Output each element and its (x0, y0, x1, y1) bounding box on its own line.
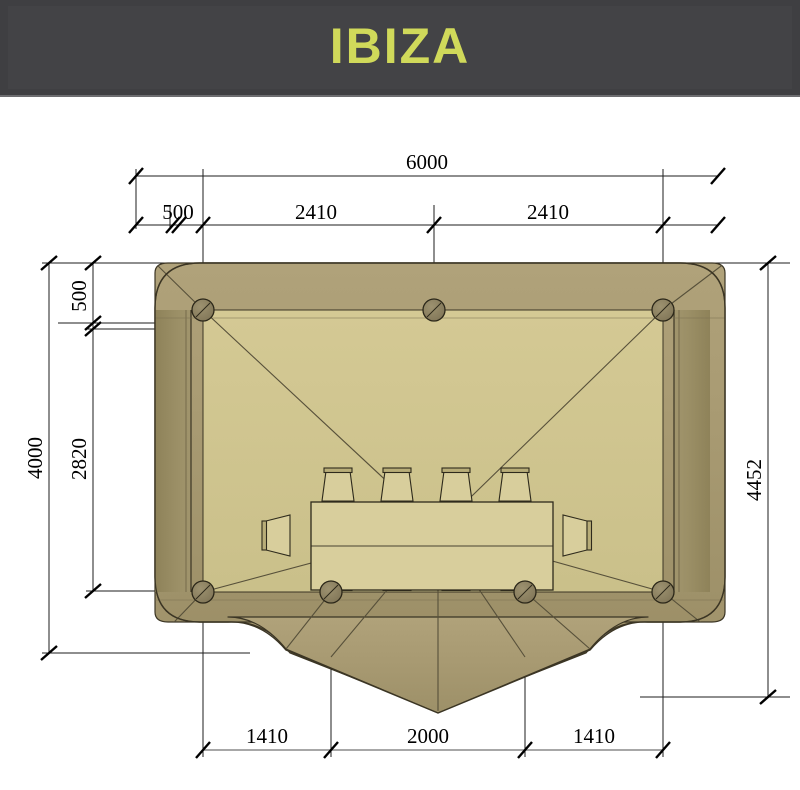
dimension-label-bottom-2000: 2000 (407, 724, 449, 748)
dimension-label-bottom-1410-left: 1410 (246, 724, 288, 748)
dimension-label-top-2410-right: 2410 (527, 200, 569, 224)
dimension-right-4452: 4452 (742, 255, 777, 705)
dimension-label-left-2820: 2820 (67, 438, 91, 480)
post-bottom-centre-left (319, 580, 343, 604)
title-bar: IBIZA (0, 0, 800, 97)
canopy-outline-overstroke (154, 262, 726, 714)
dimension-label-bottom-1410-right: 1410 (573, 724, 615, 748)
post-top-right (651, 298, 675, 322)
canopy-right-fascia (674, 310, 710, 592)
post-top-centre (422, 298, 446, 322)
technical-drawing: 6000 500 2410 2410 (23, 150, 790, 759)
dimension-label-left-500: 500 (67, 280, 91, 312)
chair-top-2 (380, 467, 414, 502)
chair-top-1 (321, 467, 355, 502)
dimension-left-4000: 4000 (23, 255, 58, 661)
dimension-label-top-2410-left: 2410 (295, 200, 337, 224)
dimension-top-6000: 6000 (128, 150, 726, 185)
support-posts (191, 298, 675, 604)
dimension-bottom-chain: 1410 2000 1410 (195, 724, 671, 759)
pergola-canopy (154, 262, 726, 714)
chair-left-end (261, 514, 291, 557)
dimension-left-chain: 500 2820 (67, 255, 102, 599)
chair-top-3 (439, 467, 473, 502)
page-title: IBIZA (329, 17, 471, 74)
dimension-label-left-overall: 4000 (23, 437, 47, 479)
chair-top-4 (498, 467, 532, 502)
post-bottom-right (651, 580, 675, 604)
dimension-label-top-overall: 6000 (406, 150, 448, 174)
title-bar-inner-panel (8, 6, 792, 89)
chair-right-end (562, 514, 593, 557)
dining-table (310, 501, 554, 591)
canopy-left-fascia (155, 310, 191, 592)
dimension-label-top-500: 500 (162, 200, 194, 224)
post-bottom-left (191, 580, 215, 604)
dimension-top-chain: 500 2410 2410 (128, 200, 726, 234)
dimension-label-right-overall: 4452 (742, 459, 766, 501)
post-bottom-centre-right (513, 580, 537, 604)
post-top-left (191, 298, 215, 322)
